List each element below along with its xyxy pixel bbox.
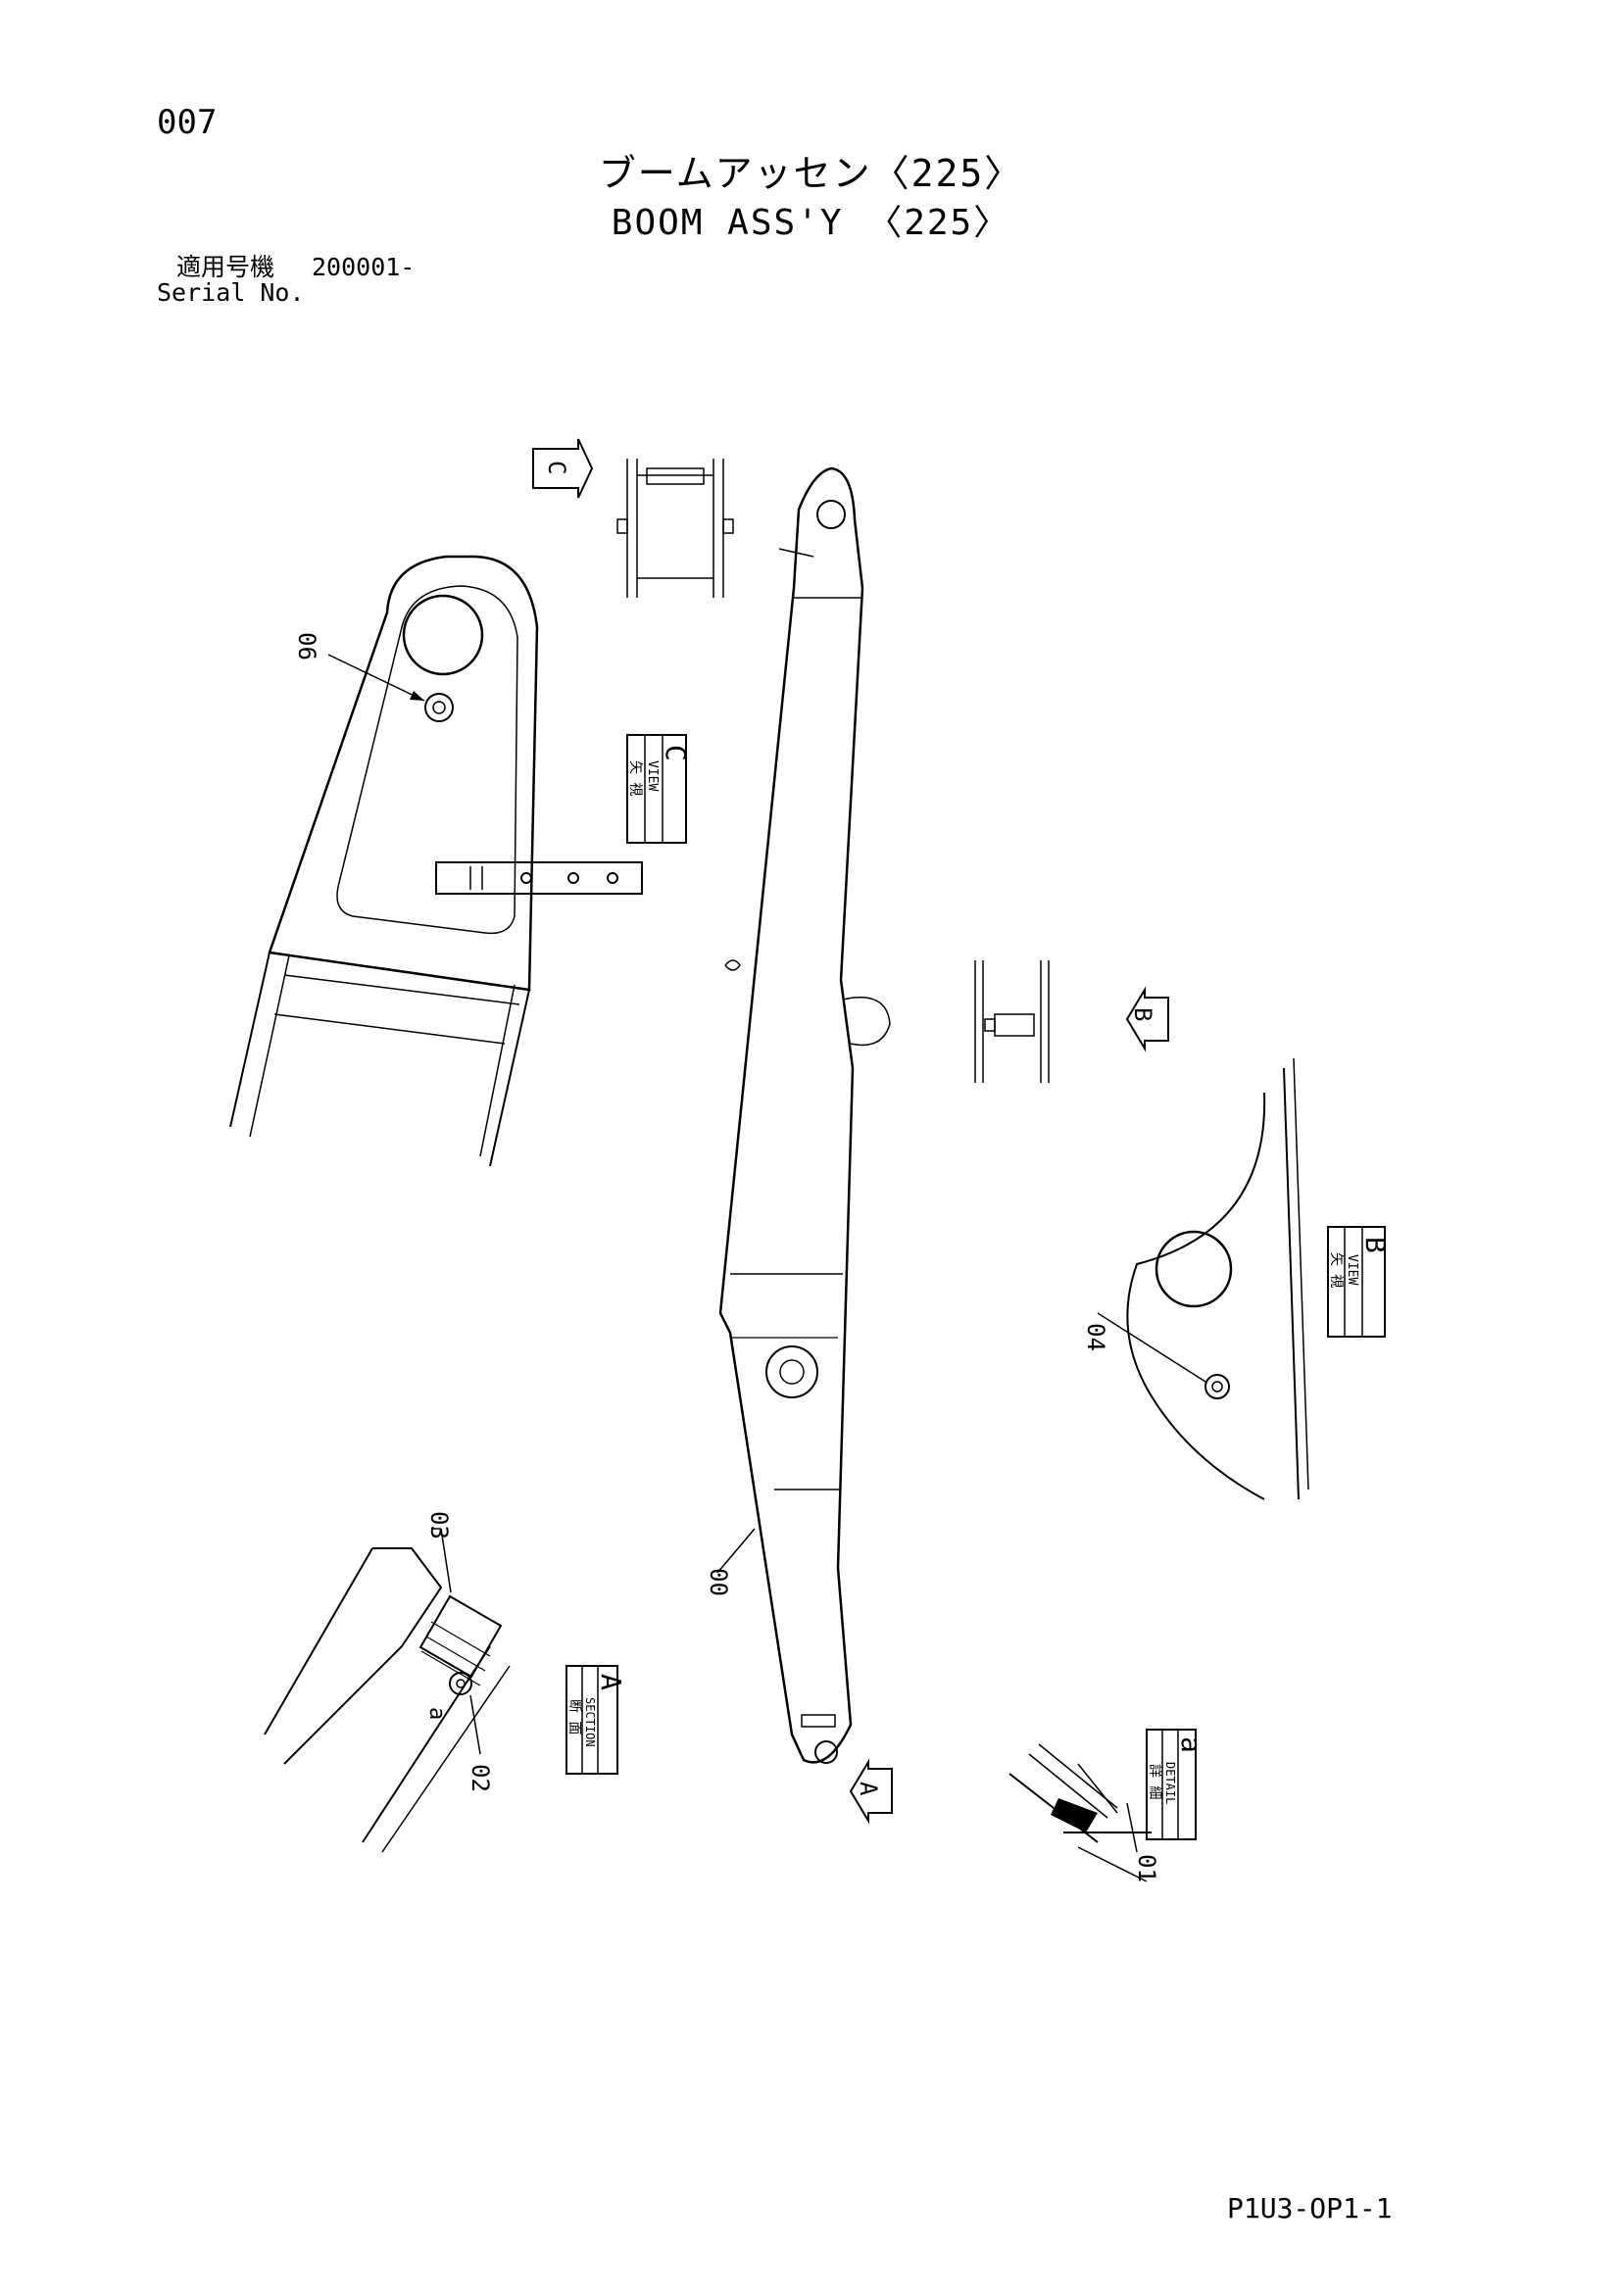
detail-a-label-ja: 詳 細 <box>1147 1764 1162 1799</box>
title-english: BOOM ASS'Y 〈225〉 <box>611 203 1011 243</box>
main-boom <box>718 466 891 1764</box>
serial-value: 200001- <box>312 253 416 281</box>
view-c-label <box>626 734 687 844</box>
part-number-04: 04 <box>1082 1323 1109 1351</box>
page-number: 007 <box>157 103 218 142</box>
part-number-00: 00 <box>705 1568 732 1596</box>
view-b-label-ja: 矢 視 <box>1328 1252 1344 1288</box>
detail-a-label-letter: a <box>1175 1736 1207 1753</box>
view-c-arrow <box>532 438 594 499</box>
section-a-label <box>565 1665 618 1775</box>
title-japanese: ブームアッセン〈225〉 <box>598 152 1024 195</box>
section-a-arrow-letter: A <box>855 1782 882 1796</box>
view-c-arrow-letter: C <box>543 461 570 474</box>
view-c-label-en: VIEW <box>645 760 660 791</box>
view-c-label-letter: C <box>660 745 692 761</box>
section-a-callout-a: a <box>424 1707 449 1720</box>
view-c-label-ja: 矢 視 <box>627 760 643 796</box>
view-b-small-sketch <box>974 960 1050 1083</box>
section-a-detail <box>264 1528 511 1853</box>
view-c-detail <box>229 555 643 1167</box>
part-number-06: 06 <box>293 632 320 660</box>
view-b-label-en: VIEW <box>1345 1254 1359 1285</box>
section-a-label-letter: A <box>595 1674 627 1690</box>
detail-a-label <box>1146 1729 1197 1840</box>
document-code: P1U3-OP1-1 <box>1227 2192 1393 2224</box>
part-number-03: 03 <box>425 1511 453 1539</box>
view-b-label <box>1327 1226 1386 1338</box>
part-number-01: 01 <box>1133 1854 1160 1882</box>
serial-label-japanese: 適用号機 <box>176 253 275 281</box>
view-b-label-letter: B <box>1359 1237 1392 1253</box>
serial-label-english: Serial No. <box>157 278 305 307</box>
part-00-leader <box>716 1528 756 1574</box>
section-a-label-ja: 断 面 <box>566 1699 582 1734</box>
detail-a-label-en: DETAIL <box>1163 1762 1177 1804</box>
detail-a-sketch <box>1008 1743 1152 1882</box>
section-a-arrow <box>849 1758 893 1825</box>
view-c-small-sketch <box>616 459 734 598</box>
view-b-arrow <box>1125 986 1169 1052</box>
section-a-label-en: SECTION <box>583 1697 597 1747</box>
view-b-arrow-letter: B <box>1129 1007 1156 1021</box>
view-b-detail <box>1097 1057 1309 1500</box>
part-number-02: 02 <box>467 1764 494 1792</box>
